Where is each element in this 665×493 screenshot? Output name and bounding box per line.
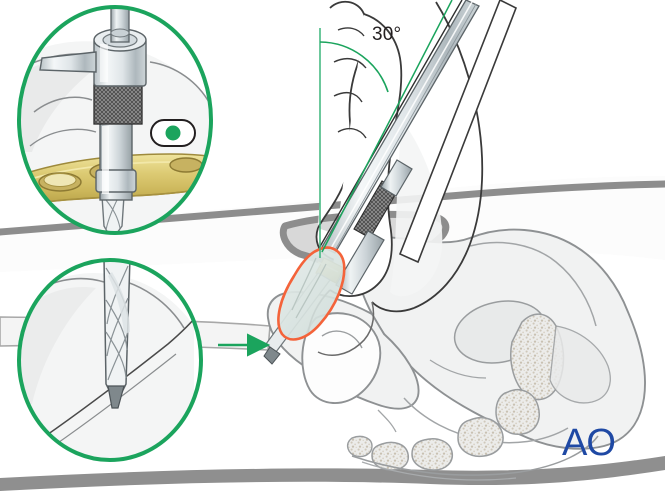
inset-top-drill-sleeve-in-plate[interactable] <box>15 4 226 240</box>
ao-logo: AO <box>562 422 616 464</box>
inset-bottom-border <box>17 258 203 462</box>
angle-label: 30° <box>372 24 402 45</box>
angle-annotation <box>319 0 453 258</box>
fluted-drill-bit <box>103 260 131 409</box>
sacrum-segments <box>346 313 611 481</box>
drape-band-lower <box>0 456 665 491</box>
locking-plate-overlay <box>277 246 346 341</box>
inset-top-border <box>17 5 213 235</box>
drill-sleeve-inset <box>39 7 147 201</box>
inset-bottom-drill-tip[interactable] <box>15 256 210 468</box>
green-dot-indicator-badge <box>150 119 196 147</box>
